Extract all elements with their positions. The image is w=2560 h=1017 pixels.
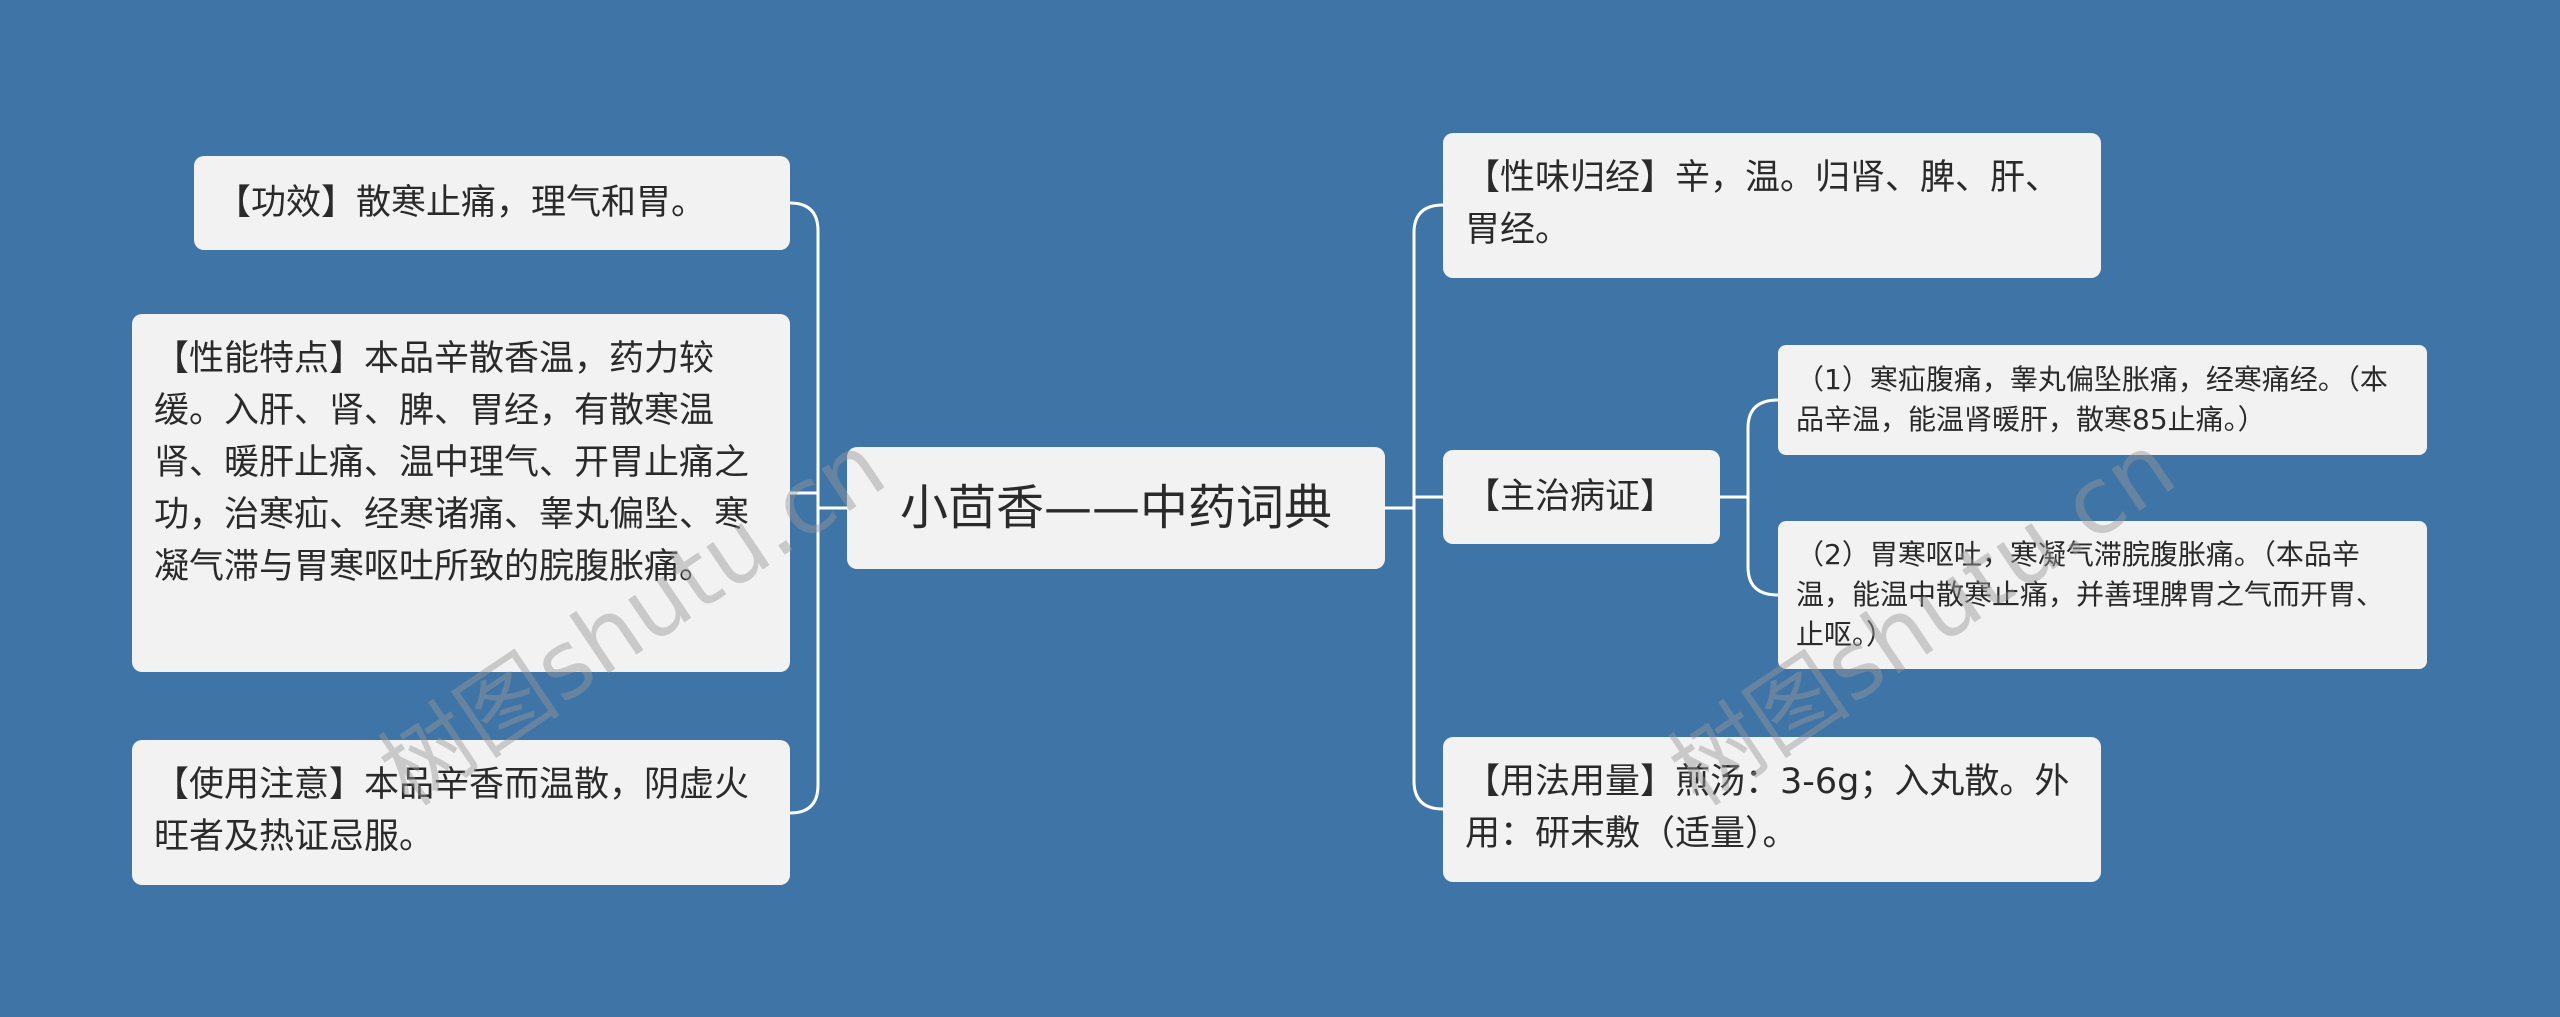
subtopic-weihan-outu-text: （2）胃寒呕吐，寒凝气滞脘腹胀痛。（本品辛温，能温中散寒止痛，并善理脾胃之气而开… [1796, 538, 2385, 651]
topic-xingwei-guijing-text: 【性味归经】辛，温。归肾、脾、肝、胃经。 [1465, 158, 2061, 250]
topic-yongfa-yongliang-text: 【用法用量】煎汤：3-6g；入丸散。外用：研末敷（适量）。 [1465, 762, 2070, 854]
topic-xingneng-tedian[interactable]: 【性能特点】本品辛散香温，药力较缓。入肝、肾、脾、胃经，有散寒温肾、暖肝止痛、温… [132, 314, 790, 672]
topic-shiyong-zhuyi-text: 【使用注意】本品辛香而温散，阴虚火旺者及热证忌服。 [154, 765, 750, 857]
connector-sub-trunk [1746, 398, 1780, 597]
central-topic-label: 小茴香——中药词典 [899, 480, 1332, 536]
connector-right-trunk [1412, 203, 1445, 811]
topic-gongxiao[interactable]: 【功效】散寒止痛，理气和胃。 [194, 156, 790, 250]
topic-xingwei-guijing[interactable]: 【性味归经】辛，温。归肾、脾、肝、胃经。 [1443, 133, 2101, 278]
topic-zhuzhi-bingzheng-text: 【主治病证】 [1465, 477, 1676, 517]
topic-shiyong-zhuyi[interactable]: 【使用注意】本品辛香而温散，阴虚火旺者及热证忌服。 [132, 740, 790, 885]
subtopic-hanshan-futong[interactable]: （1）寒疝腹痛，睾丸偏坠胀痛，经寒痛经。（本品辛温，能温肾暖肝，散寒85止痛。） [1778, 345, 2427, 455]
topic-zhuzhi-bingzheng[interactable]: 【主治病证】 [1443, 450, 1720, 544]
topic-yongfa-yongliang[interactable]: 【用法用量】煎汤：3-6g；入丸散。外用：研末敷（适量）。 [1443, 737, 2101, 882]
topic-xingneng-tedian-text: 【性能特点】本品辛散香温，药力较缓。入肝、肾、脾、胃经，有散寒温肾、暖肝止痛、温… [154, 339, 750, 587]
central-topic[interactable]: 小茴香——中药词典 [847, 447, 1385, 569]
topic-gongxiao-text: 【功效】散寒止痛，理气和胃。 [216, 183, 707, 223]
subtopic-hanshan-futong-text: （1）寒疝腹痛，睾丸偏坠胀痛，经寒痛经。（本品辛温，能温肾暖肝，散寒85止痛。） [1796, 363, 2388, 436]
subtopic-weihan-outu[interactable]: （2）胃寒呕吐，寒凝气滞脘腹胀痛。（本品辛温，能温中散寒止痛，并善理脾胃之气而开… [1778, 521, 2427, 669]
connector-left-trunk [788, 201, 820, 815]
